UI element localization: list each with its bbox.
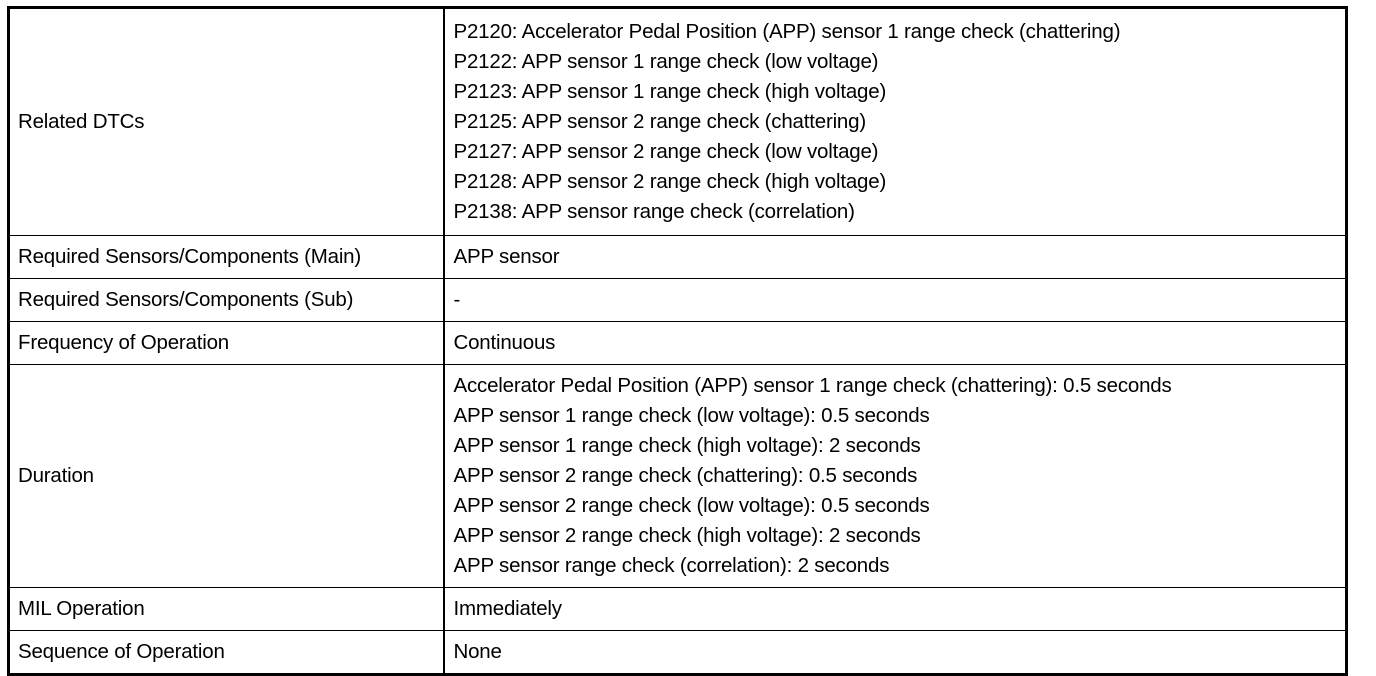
row-value-cell-sequence-of-operation: None: [442, 630, 1347, 675]
row-value-cell-related-dtcs: P2120: Accelerator Pedal Position (APP) …: [442, 7, 1347, 236]
row-label-required-sensors-sub: Required Sensors/Components (Sub): [18, 288, 354, 311]
table-row-required-sensors-main: Required Sensors/Components (Main) APP s…: [8, 235, 1347, 279]
row-label-cell-required-sensors-main: Required Sensors/Components (Main): [8, 235, 444, 279]
row-value-cell-mil-operation: Immediately: [442, 587, 1347, 631]
row-value-sequence-of-operation: None: [453, 640, 502, 663]
row-label-cell-mil-operation: MIL Operation: [8, 587, 444, 631]
row-label-duration: Duration: [18, 464, 94, 487]
row-label-mil-operation: MIL Operation: [18, 597, 145, 620]
row-label-sequence-of-operation: Sequence of Operation: [18, 640, 225, 663]
row-label-required-sensors-main: Required Sensors/Components (Main): [18, 245, 362, 268]
row-value-frequency-of-operation: Continuous: [453, 331, 556, 354]
dtc-specification-table: Related DTCs P2120: Accelerator Pedal Po…: [7, 6, 1348, 676]
table-row-related-dtcs: Related DTCs P2120: Accelerator Pedal Po…: [8, 7, 1347, 236]
row-value-cell-required-sensors-main: APP sensor: [442, 235, 1347, 279]
table-body: Related DTCs P2120: Accelerator Pedal Po…: [8, 7, 1347, 675]
row-label-cell-related-dtcs: Related DTCs: [8, 7, 444, 236]
table-row-sequence-of-operation: Sequence of Operation None: [8, 630, 1347, 675]
row-value-cell-required-sensors-sub: -: [442, 278, 1347, 322]
table-row-frequency-of-operation: Frequency of Operation Continuous: [8, 321, 1347, 365]
row-value-cell-frequency-of-operation: Continuous: [442, 321, 1347, 365]
row-label-cell-frequency-of-operation: Frequency of Operation: [8, 321, 444, 365]
table-row-mil-operation: MIL Operation Immediately: [8, 587, 1347, 631]
row-label-cell-sequence-of-operation: Sequence of Operation: [8, 630, 444, 675]
row-value-required-sensors-sub: -: [453, 288, 461, 311]
row-value-related-dtcs: P2120: Accelerator Pedal Position (APP) …: [453, 20, 1121, 223]
row-value-cell-duration: Accelerator Pedal Position (APP) sensor …: [442, 364, 1347, 588]
table-row-required-sensors-sub: Required Sensors/Components (Sub) -: [8, 278, 1347, 322]
row-value-duration: Accelerator Pedal Position (APP) sensor …: [453, 374, 1172, 577]
table-row-duration: Duration Accelerator Pedal Position (APP…: [8, 364, 1347, 588]
row-value-mil-operation: Immediately: [453, 597, 563, 620]
row-label-frequency-of-operation: Frequency of Operation: [18, 331, 229, 354]
row-value-required-sensors-main: APP sensor: [453, 245, 560, 268]
row-label-cell-required-sensors-sub: Required Sensors/Components (Sub): [8, 278, 444, 322]
row-label-cell-duration: Duration: [8, 364, 444, 588]
row-label-related-dtcs: Related DTCs: [18, 110, 145, 133]
